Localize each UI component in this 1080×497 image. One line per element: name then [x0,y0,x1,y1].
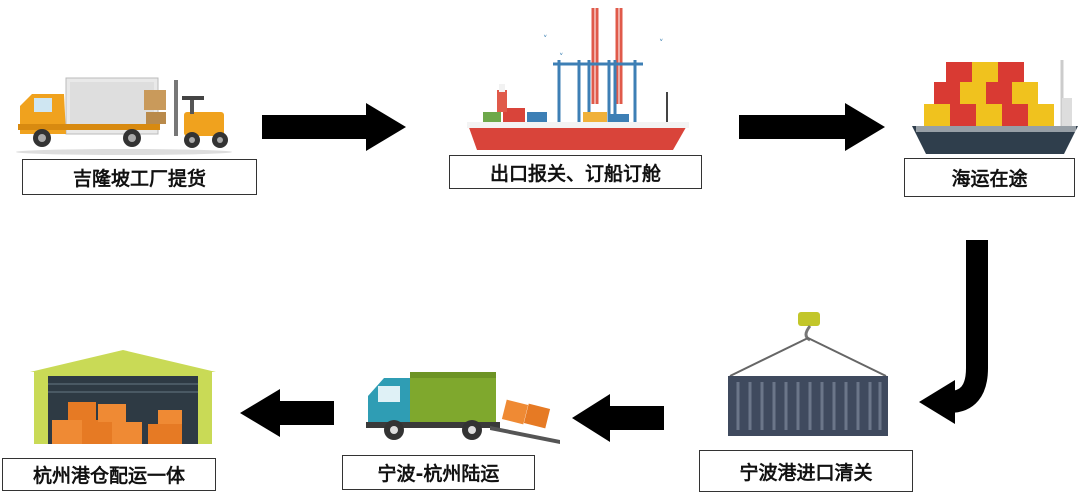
truck-forklift-icon [16,77,232,155]
step-label-export-customs: 出口报关、订船订舱 [449,155,702,189]
svg-text:˅: ˅ [543,35,548,45]
arrow-left-2 [240,389,334,437]
step-label-warehouse-distribution: 杭州港仓配运一体 [2,458,216,491]
shipping-container-icon [728,312,888,436]
arrow-right-2 [739,103,885,151]
step-label-ocean-transit: 海运在途 [904,158,1075,197]
svg-text:˅: ˅ [559,53,564,63]
cargo-ship-icon [912,60,1078,154]
warehouse-icon [30,350,216,444]
port-cranes-ship-icon: ˅ ˅ ˅ [467,8,689,150]
step-label-import-clearance: 宁波港进口清关 [699,450,913,492]
svg-text:˅: ˅ [659,39,664,49]
delivery-truck-icon [366,372,560,444]
step-label-land-transport: 宁波-杭州陆运 [342,455,535,490]
arrow-left-1 [572,394,664,442]
arrow-down-turn [919,240,988,424]
arrow-right-1 [262,103,406,151]
step-label-pickup: 吉隆坡工厂提货 [22,159,257,195]
